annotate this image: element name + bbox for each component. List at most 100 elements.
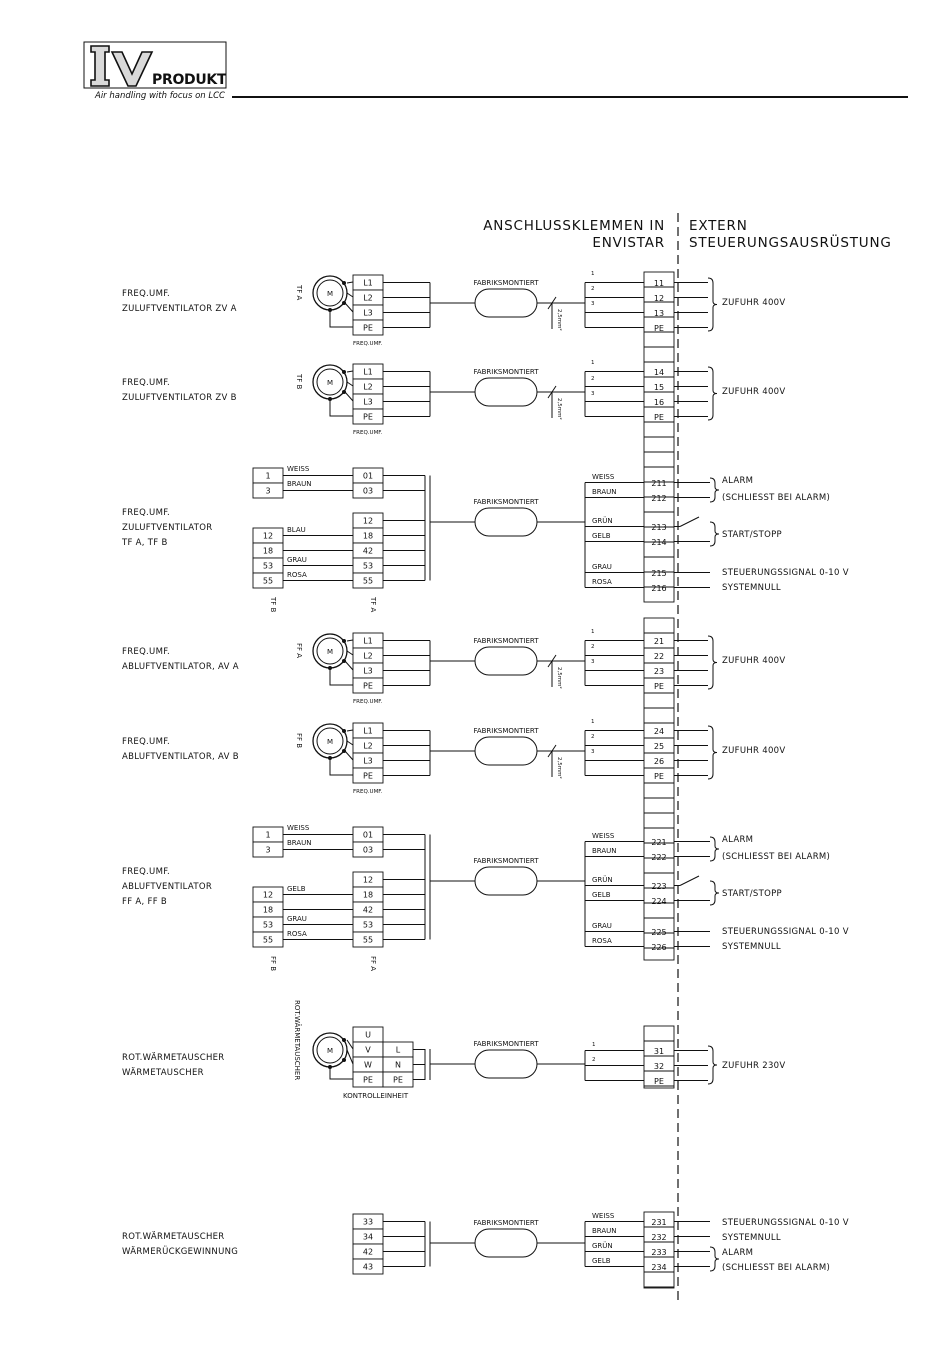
terminal-strip	[643, 1025, 675, 1089]
brace	[709, 836, 720, 862]
cable-size: 2,5mm²	[556, 398, 563, 420]
motor-wire	[329, 399, 353, 417]
wire-color: WEISS	[592, 473, 615, 481]
terminal-label: 53	[263, 562, 273, 571]
unit-tag: TF B	[295, 373, 303, 390]
motor-wire	[346, 729, 354, 732]
brace	[709, 521, 720, 547]
freq-tag: FREQ.UMF.	[353, 430, 383, 436]
unit-tag: FF A	[369, 956, 377, 971]
terminal-number: 232	[651, 1233, 666, 1242]
section-label: ZULUFTVENTILATOR ZV A	[122, 304, 237, 314]
wire-color: WEISS	[592, 1212, 615, 1220]
wire-color: GELB	[592, 1257, 611, 1265]
wire-color: GRÜN	[592, 516, 613, 525]
section-label: WÄRMETAUSCHER	[122, 1067, 204, 1078]
terminal-number: 223	[651, 882, 666, 891]
terminal-number: 26	[654, 757, 664, 766]
terminal-number: 214	[651, 538, 666, 547]
motor-wire	[346, 650, 354, 656]
terminal-number: 22	[654, 652, 664, 661]
terminal-number: 13	[654, 309, 664, 318]
terminal-number: PE	[654, 324, 664, 333]
wire-number: 3	[591, 659, 595, 665]
section-label: FREQ.UMF.	[122, 647, 170, 657]
terminal-label: L2	[363, 294, 373, 303]
section-label: FF A, FF B	[122, 897, 167, 907]
terminal-label: 1	[265, 472, 270, 481]
terminal-label: 18	[363, 891, 373, 900]
terminal-label: 18	[363, 532, 373, 541]
motor-wire	[344, 302, 354, 313]
terminal-label: PE	[363, 324, 373, 333]
wire-color: GRAU	[287, 915, 307, 923]
terminal-label: L2	[363, 742, 373, 751]
wire-number: 2	[591, 734, 595, 740]
motor-inner	[316, 727, 344, 755]
motor-symbol: M	[327, 1047, 333, 1055]
terminal-label: PE	[363, 413, 373, 422]
terminal-label: 12	[263, 532, 273, 541]
terminal-label: 03	[363, 487, 373, 496]
wire-color: ROSA	[592, 937, 612, 945]
terminal-label: 55	[263, 577, 273, 586]
terminal-label: 43	[363, 1263, 373, 1272]
motor-wire	[344, 391, 354, 402]
terminal-number: 11	[654, 279, 664, 288]
terminal-number: 16	[654, 398, 664, 407]
switch	[679, 875, 700, 886]
wire-number: 2	[591, 644, 595, 650]
motor-wire	[346, 639, 354, 642]
terminal-strips	[643, 271, 675, 1289]
terminal-label: 53	[363, 562, 373, 571]
wire-number: 3	[591, 391, 595, 397]
motor-inner	[316, 368, 344, 396]
wire-color: BRAUN	[592, 847, 617, 855]
wire-color: GRÜN	[592, 1241, 613, 1250]
column-left-line2: ENVISTAR	[592, 235, 665, 251]
wire-color: BRAUN	[592, 488, 617, 496]
external-label: SYSTEMNULL	[722, 942, 781, 952]
motor-symbol: M	[327, 738, 333, 746]
terminal-number: 15	[654, 383, 664, 392]
wire-number: 2	[591, 286, 595, 292]
terminal-label: L2	[363, 383, 373, 392]
factory-label: FABRIKSMONTIERT	[473, 1040, 539, 1048]
terminal-label: L3	[363, 309, 373, 318]
wire-color: GELB	[592, 891, 611, 899]
supply-label: ZUFUHR 230V	[722, 1061, 786, 1071]
wire-color: WEISS	[287, 824, 310, 832]
motor-inner	[316, 279, 344, 307]
section-label: ROT.WÄRMETAUSCHER	[122, 1052, 225, 1063]
wire-number: 3	[591, 301, 595, 307]
brace	[707, 366, 718, 421]
unit-tag: TF A	[295, 284, 303, 301]
wire-number: 1	[592, 1042, 596, 1048]
terminal-label: 42	[363, 1248, 373, 1257]
motor-dot	[342, 370, 346, 374]
wire-color: WEISS	[287, 465, 310, 473]
terminal-label: N	[395, 1061, 401, 1070]
terminal-label: L3	[363, 667, 373, 676]
terminal-strip	[643, 1211, 675, 1289]
external-label: ALARM	[722, 476, 753, 486]
motor-symbol: M	[327, 290, 333, 298]
wire-number: 1	[591, 271, 595, 277]
terminal-label: V	[365, 1046, 371, 1055]
terminal-label: PE	[363, 772, 373, 781]
logo: PRODUKT	[83, 41, 227, 89]
terminal-label: PE	[363, 1076, 373, 1085]
logo-text: PRODUKT	[152, 72, 227, 88]
column-right-line2: STEUERUNGSAUSRÜSTUNG	[689, 233, 892, 251]
motor-dot	[342, 1038, 346, 1042]
terminal-label: L1	[363, 727, 373, 736]
brace	[707, 725, 718, 780]
wire-color: GRÜN	[592, 875, 613, 884]
terminal-number: 224	[651, 897, 666, 906]
terminal-label: L2	[363, 652, 373, 661]
terminal-number: 231	[651, 1218, 666, 1227]
unit-tag: FF B	[269, 956, 277, 971]
terminal-number: 234	[651, 1263, 666, 1272]
terminal-label: 53	[263, 921, 273, 930]
